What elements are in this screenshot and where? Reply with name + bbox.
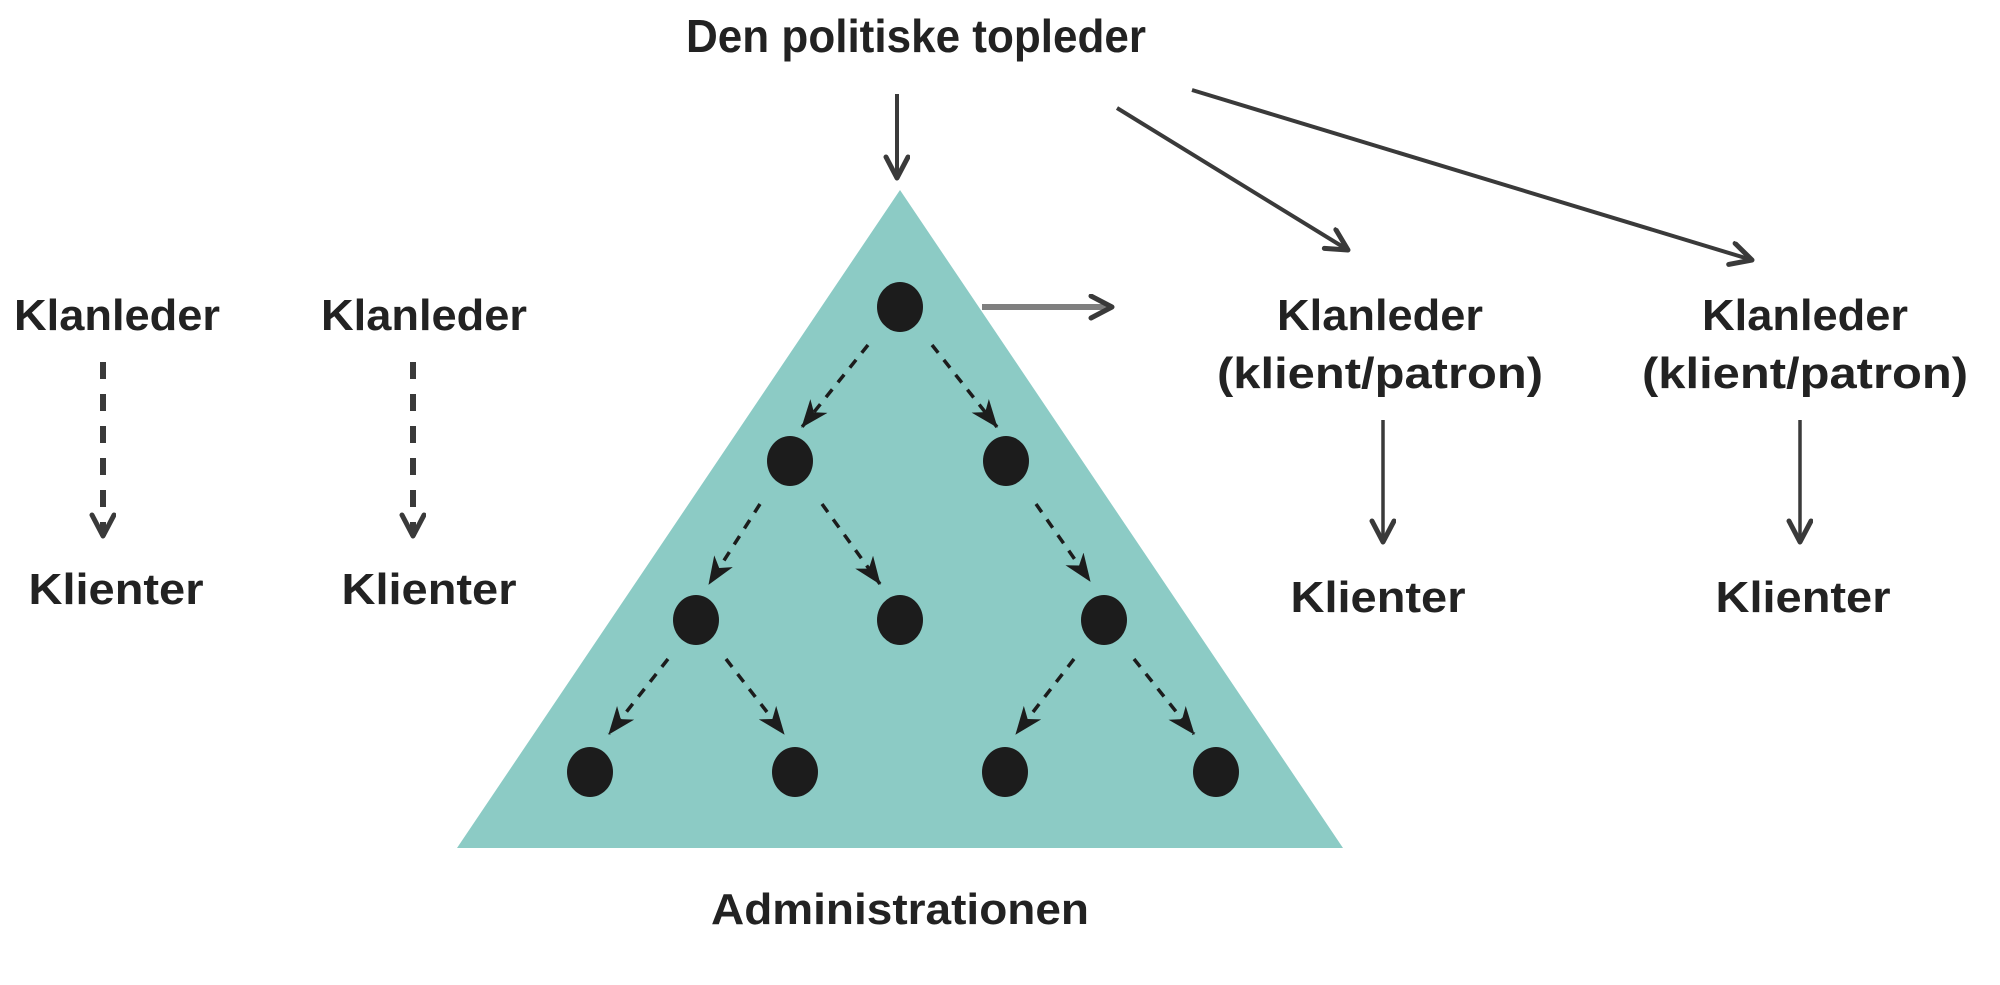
right-klienter-1-label: Klienter [1291, 573, 1466, 622]
pyramid-dot [983, 436, 1029, 486]
left-klanleder-1-label: Klanleder [14, 291, 220, 340]
pyramid-dot [673, 595, 719, 645]
arrow-r3l-to-r4-1 [607, 657, 670, 736]
pyramid-dot [877, 595, 923, 645]
administration-triangle [457, 190, 1343, 848]
pyramid-dot [767, 436, 813, 486]
figure-title: Den politiske topleder [686, 10, 1146, 62]
right-klienter-2-label: Klienter [1716, 573, 1891, 622]
left-klanleder-2-label: Klanleder [321, 291, 527, 340]
left-klienter-1-label: Klienter [29, 565, 204, 614]
arrow-r2l-to-r3-center [820, 502, 882, 586]
pyramid-dots [567, 282, 1239, 797]
administration-label: Administrationen [711, 885, 1089, 934]
arrow-topleader-to-klanleder-1 [1115, 106, 1348, 250]
arrow-topleader-to-klanleder-2 [1191, 88, 1752, 260]
right-klanleder-2-label: Klanleder [1702, 291, 1908, 340]
right-klanleder-1-label: Klanleder [1277, 291, 1483, 340]
pyramid-dot [877, 282, 923, 332]
pyramid-arrows [607, 343, 1196, 736]
pyramid-dot [567, 747, 613, 797]
left-klienter-2-label: Klienter [342, 565, 517, 614]
arrow-r3r-to-r4-4 [1132, 657, 1196, 736]
right-klanleder-2-qualifier: (klient/patron) [1642, 349, 1968, 398]
right-klanleder-1-qualifier: (klient/patron) [1217, 349, 1543, 398]
pyramid-dot [1081, 595, 1127, 645]
arrow-r2l-to-r3-left [707, 503, 762, 585]
arrow-r3r-to-r4-3 [1014, 657, 1076, 736]
pyramid-dot [772, 747, 818, 797]
pyramid-dot [982, 747, 1028, 797]
outer-arrows [103, 88, 1800, 542]
arrow-r3l-to-r4-2 [724, 657, 786, 736]
arrow-r2r-to-r3-right [1034, 502, 1092, 583]
pyramid-dot [1193, 747, 1239, 797]
